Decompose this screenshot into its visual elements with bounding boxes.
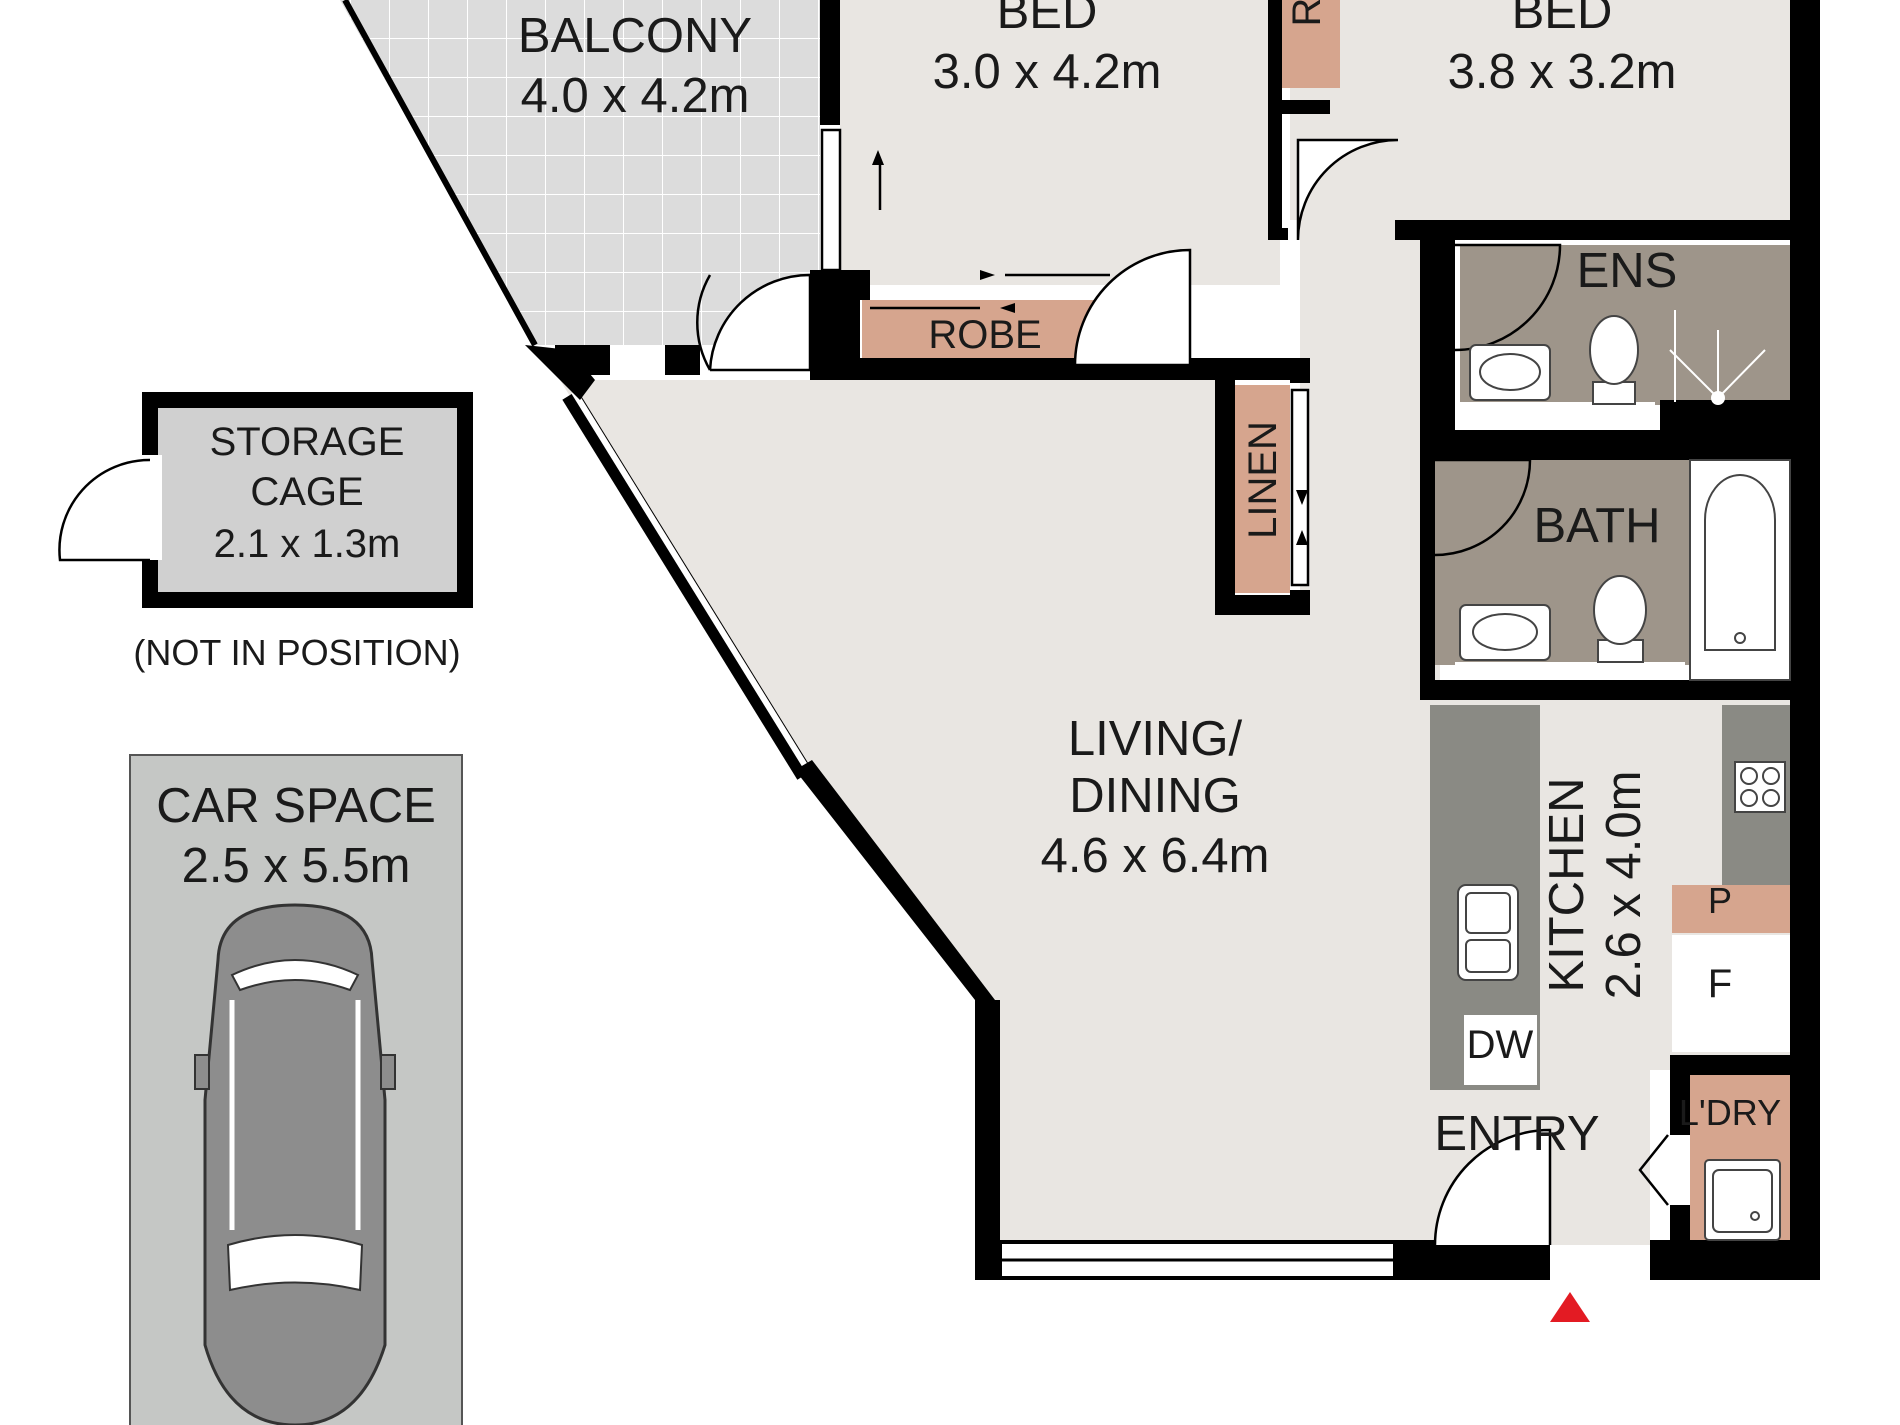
shower-icon [1669,310,1766,405]
sink-icon [1457,884,1519,981]
car-icon [194,903,396,1425]
walls [342,0,1820,1280]
fridge-label: F [1708,962,1732,1006]
entry-arrow-icon [1550,1292,1590,1322]
laundry-tub-icon [1704,1159,1781,1241]
basin-icon [1459,604,1551,661]
kitchen-name: KITCHEN [1540,777,1594,992]
cooktop-icon [1734,761,1786,813]
storage-cage [58,392,473,608]
bed2-name: BED [1512,0,1613,39]
living-name-line1: LIVING/ [1068,712,1243,766]
ensuite-label: ENS [1577,244,1678,298]
ensuite-vanity [1455,402,1655,432]
fridge-space [1672,935,1790,1052]
robe2-label: R [1285,0,1329,26]
pantry-cabinet [1672,885,1790,933]
balcony-size: 4.0 x 4.2m [521,69,750,123]
bath-label: BATH [1533,499,1660,553]
floors [340,0,1790,1245]
living-size: 4.6 x 6.4m [1041,829,1270,883]
storage-size: 2.1 x 1.3m [214,522,401,566]
robe1-label: ROBE [928,313,1041,357]
car-space-name: CAR SPACE [156,779,436,833]
balcony-edge [342,0,538,347]
laundry-label: L'DRY [1679,1092,1781,1133]
linen-label: LINEN [1241,421,1285,539]
car-space-size: 2.5 x 5.5m [182,839,411,893]
bathtub-icon [1689,459,1791,681]
storage-note: (NOT IN POSITION) [133,632,460,673]
bath-vanity [1455,662,1685,682]
toilet-icon [1589,315,1639,405]
kitchen-size: 2.6 x 4.0m [1597,771,1651,1000]
basin-icon [1469,344,1551,401]
living-name-line2: DINING [1069,769,1241,823]
arrows [872,150,1308,545]
bed1-size: 3.0 x 4.2m [933,45,1162,99]
bed1-name: BED [997,0,1098,39]
balcony-name: BALCONY [518,9,752,63]
balcony-floor [340,0,820,345]
toilet-icon [1593,575,1647,663]
living-diagonal-wall [795,760,995,1000]
storage-name-line1: STORAGE [210,420,405,464]
linen-cabinet [1232,385,1290,593]
entry-label: ENTRY [1434,1107,1599,1161]
dishwasher-space [1464,1015,1537,1085]
pantry-label: P [1708,880,1732,921]
living-diagonal-window [562,390,813,780]
bed1-floor [840,0,1280,285]
bed2-size: 3.8 x 3.2m [1448,45,1677,99]
storage-name-line2: CAGE [250,470,363,514]
labels: BALCONY 4.0 x 4.2m BED 3.0 x 4.2m BED 3.… [133,0,1781,1161]
dishwasher-label: DW [1467,1023,1534,1067]
robe2-cabinet [1282,0,1340,88]
